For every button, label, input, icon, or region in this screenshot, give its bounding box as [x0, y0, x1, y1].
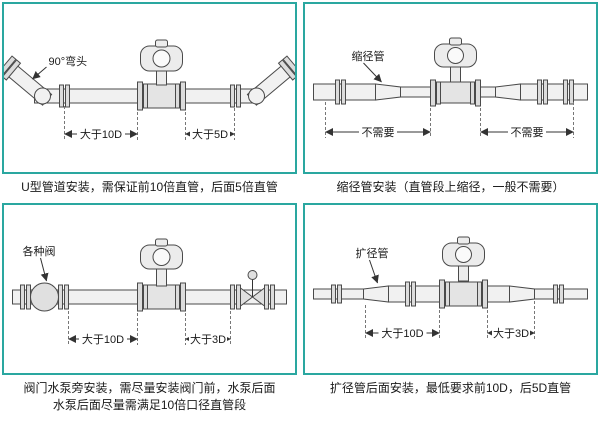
- dimension-label: 不需要: [511, 126, 544, 139]
- dimension-label: 大于10D: [80, 127, 122, 141]
- flowmeter: [430, 37, 481, 107]
- transmitter-cap: [457, 236, 470, 245]
- dimension-label: 大于10D: [82, 332, 124, 346]
- leader-arrow: [40, 257, 49, 282]
- transmitter-neck: [156, 267, 167, 287]
- cell-expander: 扩径管 大于10D 大于3D 扩径管后面安: [303, 203, 598, 421]
- dimension-downstream: 大于3D: [185, 332, 231, 346]
- flowmeter: [137, 39, 186, 111]
- transmitter-cap: [155, 238, 168, 247]
- valve-handle: [247, 270, 258, 280]
- cell-reducer: 缩径管 不需要 不需要 缩径管安装（直管段: [303, 2, 598, 203]
- diagram-expander: 扩径管 大于10D 大于3D: [313, 236, 588, 340]
- transmitter-neck: [458, 264, 469, 282]
- dimension-upstream: 不需要: [325, 125, 431, 139]
- dimension-upstream: 大于10D: [64, 127, 138, 141]
- leader-arrow: [363, 62, 382, 83]
- reducer-label: 缩径管: [352, 49, 385, 63]
- leader-arrow: [32, 66, 47, 80]
- annotation-reducer: 缩径管: [352, 49, 385, 83]
- pipe-narrow-right: [480, 86, 496, 98]
- dimension-downstream: 大于3D: [487, 326, 535, 340]
- flange-pair-right-2: [563, 79, 574, 105]
- panel-u-pipe: 90°弯头 大于10D 大于5D: [2, 2, 297, 174]
- valve-label: 各种阀: [23, 244, 56, 258]
- transmitter-display: [152, 248, 171, 266]
- flowmeter: [439, 236, 488, 309]
- diagram-valve-pump: 各种阀: [12, 238, 287, 346]
- pipe-narrow-left: [400, 86, 431, 98]
- transmitter-display: [152, 49, 171, 68]
- caption-reducer: 缩径管安装（直管段上缩径，一般不需要）: [303, 174, 598, 203]
- expander-label: 扩径管: [356, 246, 389, 260]
- transmitter-cap: [155, 39, 168, 48]
- dimension-label: 大于3D: [493, 326, 529, 340]
- caption-valve-pump: 阀门水泵旁安装，需尽量安装阀门前，水泵后面 水泵后面尽量需满足10倍口径直管段: [2, 375, 297, 421]
- flowmeter: [137, 238, 186, 312]
- pipe-wide-right: [487, 285, 510, 303]
- transmitter-cap: [449, 37, 462, 46]
- reducer-cone-outlet: [495, 83, 521, 101]
- elbow-joint-right: [248, 87, 265, 105]
- ball-valve: [20, 282, 69, 312]
- flange-pair-right-1: [537, 79, 548, 105]
- dimension-label: 大于10D: [381, 326, 423, 340]
- flange-pair-upstream: [59, 84, 70, 108]
- dimension-upstream: 大于10D: [365, 326, 440, 340]
- transmitter-neck: [450, 65, 461, 83]
- expander-cone-inlet: [363, 285, 389, 303]
- dimension-label: 大于5D: [192, 127, 228, 141]
- dimension-upstream: 大于10D: [68, 332, 138, 346]
- leader-arrow: [369, 259, 379, 284]
- diagram-reducer: 缩径管 不需要 不需要: [313, 37, 588, 139]
- caption-expander: 扩径管后面安装，最低要求前10D，后5D直管: [303, 375, 598, 404]
- dimension-label: 大于3D: [190, 332, 226, 346]
- cell-valve-pump: 各种阀: [2, 203, 297, 421]
- caption-u-pipe: U型管道安装，需保证前10倍直管，后面5倍直管: [2, 174, 297, 203]
- caption-line: U型管道安装，需保证前10倍直管，后面5倍直管: [21, 180, 278, 194]
- flange-pair-downstream: [230, 84, 241, 108]
- caption-line: 缩径管安装（直管段上缩径，一般不需要）: [336, 180, 565, 194]
- flange-pair-mid: [405, 281, 416, 307]
- panel-expander: 扩径管 大于10D 大于3D: [303, 203, 598, 375]
- elbow-label: 90°弯头: [49, 54, 88, 68]
- flange-pair-left: [331, 284, 342, 304]
- annotation-elbow: 90°弯头: [32, 54, 88, 80]
- expander-cone-outlet: [509, 285, 535, 303]
- panel-reducer: 缩径管 不需要 不需要: [303, 2, 598, 174]
- transmitter-display: [447, 47, 464, 64]
- dimension-downstream: 不需要: [480, 125, 574, 139]
- caption-line: 阀门水泵旁安装，需尽量安装阀门前，水泵后面: [23, 381, 276, 395]
- dimension-label: 不需要: [362, 126, 395, 139]
- gate-valve: [230, 270, 275, 310]
- dimension-downstream: 大于5D: [185, 127, 235, 141]
- annotation-valve: 各种阀: [23, 244, 56, 282]
- flange-pair-right: [553, 284, 564, 304]
- pipe-wide-right: [520, 83, 588, 101]
- elbow-joint-left: [34, 87, 51, 105]
- caption-line: 水泵后面尽量需满足10倍口径直管段: [52, 398, 247, 413]
- cell-u-pipe: 90°弯头 大于10D 大于5D U型管道: [2, 2, 297, 203]
- flange-pair-left: [335, 79, 346, 105]
- panel-valve-pump: 各种阀: [2, 203, 297, 375]
- caption-line: 扩径管后面安装，最低要求前10D，后5D直管: [329, 381, 572, 395]
- annotation-expander: 扩径管: [356, 246, 389, 284]
- diagram-u-pipe: 90°弯头 大于10D 大于5D: [4, 39, 295, 141]
- reducer-cone-inlet: [375, 83, 401, 101]
- transmitter-display: [455, 246, 472, 263]
